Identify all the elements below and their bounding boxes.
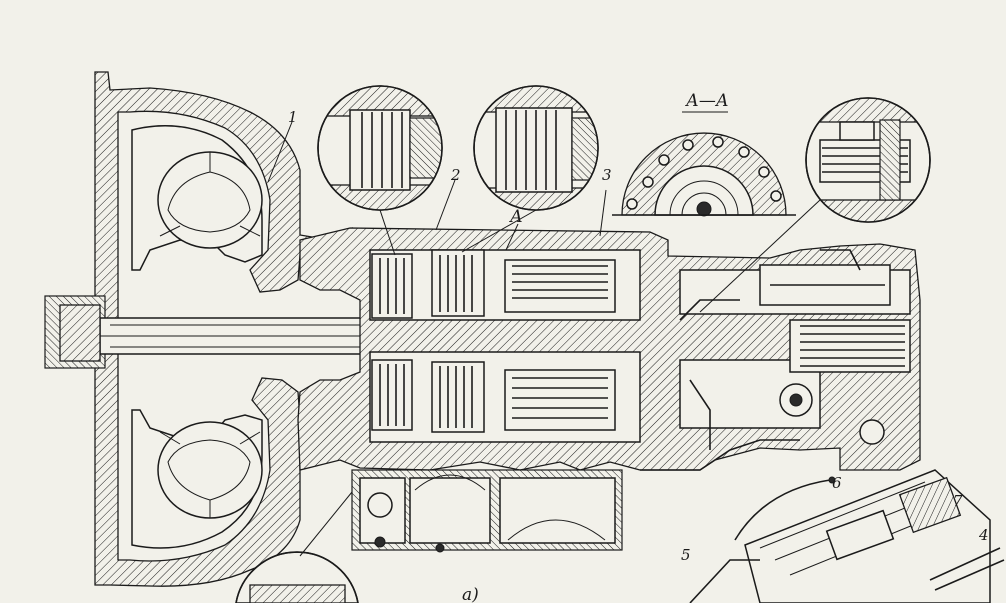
valve-body [351, 469, 623, 553]
impeller-torus-upper [157, 151, 263, 249]
callout-labels: 1 2 3 4 5 6 7 А А—А а) [288, 91, 989, 603]
section-a-a-view [612, 132, 796, 217]
figure-caption: а) [462, 585, 479, 603]
leader-lines [267, 121, 821, 557]
impeller-torus-lower [157, 421, 263, 519]
clutch-pack-3 [504, 259, 616, 431]
detail-inset-2 [473, 85, 599, 211]
detail-inset-3 [805, 97, 931, 223]
control-linkage-assembly [689, 469, 1005, 603]
callout-2: 2 [450, 166, 461, 184]
section-marker-a: А [509, 207, 523, 227]
section-title-a-a: А—А [685, 91, 729, 111]
callout-7: 7 [953, 492, 963, 510]
output-shaft [759, 264, 911, 445]
callout-4: 4 [978, 526, 989, 544]
detail-inset-4-partial [235, 551, 359, 603]
callout-1: 1 [288, 108, 298, 126]
clutch-pack-1 [371, 253, 413, 431]
callout-5: 5 [681, 546, 691, 564]
callout-3: 3 [602, 166, 612, 184]
detail-inset-1 [317, 85, 443, 211]
callout-6: 6 [832, 474, 842, 492]
oil-lines [640, 249, 861, 471]
clutch-pack-2 [431, 249, 485, 433]
